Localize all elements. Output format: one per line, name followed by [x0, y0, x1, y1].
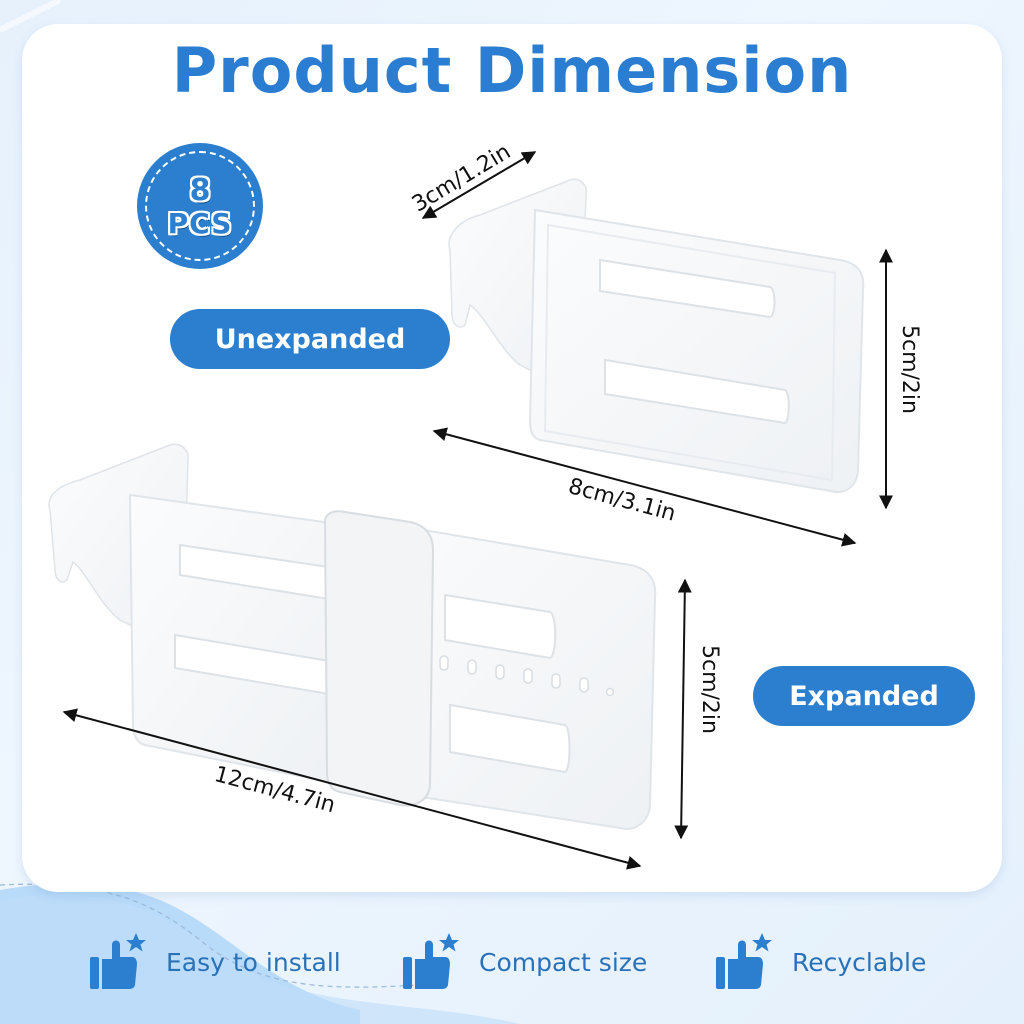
thumbs-up-star-icon [403, 933, 459, 989]
feature-list: Easy to install Compact size Recyclable [0, 920, 1024, 1004]
page-title: Product Dimension [171, 34, 853, 107]
unexpanded-height-label: 5cm/2in [897, 325, 922, 414]
feature-item: Compact size [403, 920, 647, 1004]
expanded-height-label: 5cm/2in [697, 645, 722, 734]
feature-label: Recyclable [792, 947, 927, 977]
feature-label: Easy to install [166, 947, 341, 977]
unexpanded-divider-image [448, 178, 865, 493]
feature-label: Compact size [479, 947, 648, 977]
thumbs-up-star-icon [90, 933, 146, 989]
feature-item: Easy to install [90, 920, 341, 1004]
quantity-badge: 8 PCS [137, 143, 263, 269]
thumbs-up-star-icon [716, 933, 772, 989]
expanded-label: Expanded [753, 666, 975, 726]
unexpanded-label: Unexpanded [170, 309, 450, 369]
feature-item: Recyclable [716, 920, 926, 1004]
